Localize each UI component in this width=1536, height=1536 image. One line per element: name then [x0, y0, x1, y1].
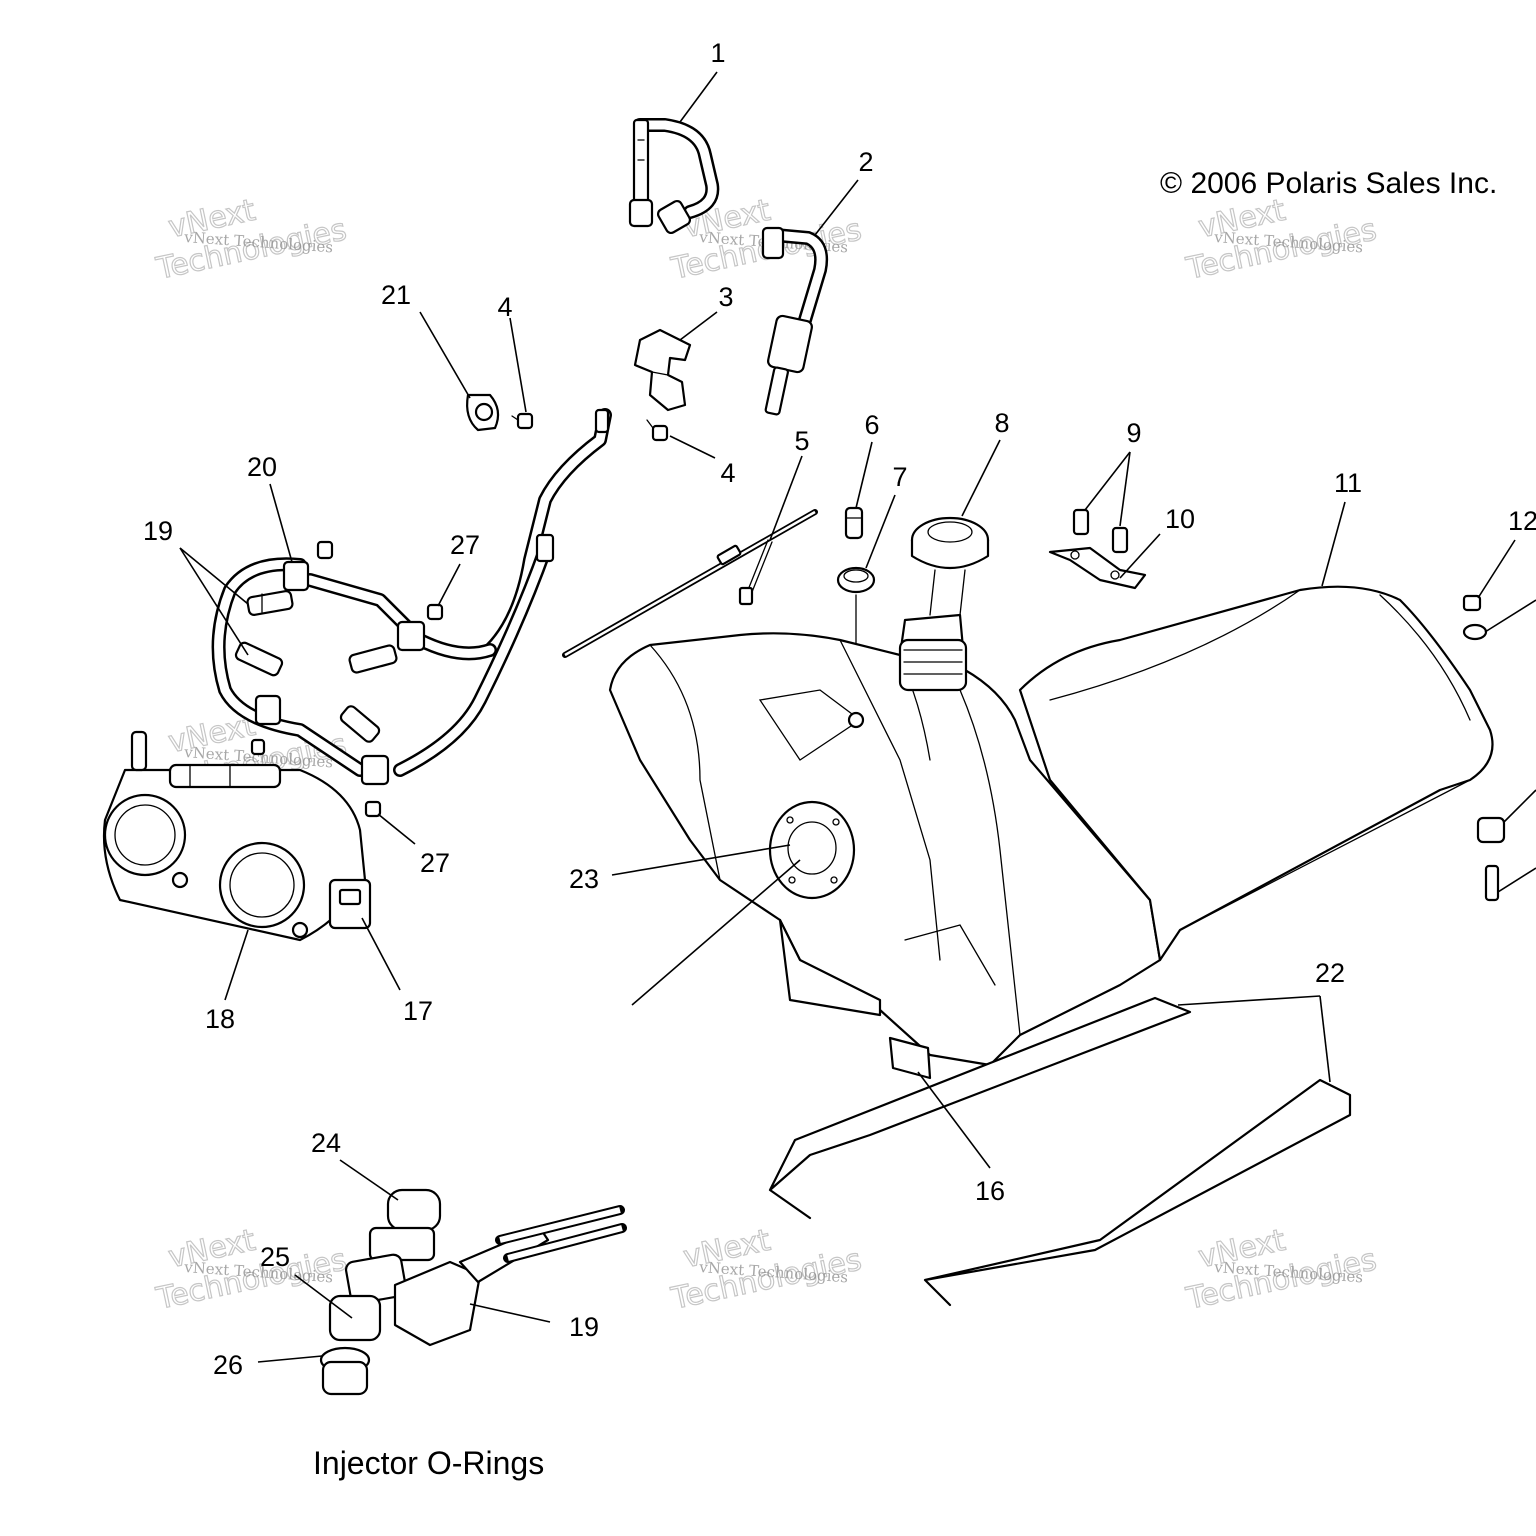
- part-8-fuel-cap: [910, 516, 990, 616]
- callout-6: 6: [864, 410, 879, 440]
- callout-7: 7: [892, 462, 907, 492]
- part-22-pad-a: [768, 996, 1192, 1220]
- part-19-injector-c: [348, 644, 398, 674]
- part-17-sensor: [328, 878, 372, 930]
- callout-8: 8: [994, 408, 1009, 438]
- callout-4: 4: [497, 292, 512, 322]
- part-2-filter-line: [761, 226, 829, 416]
- callout-17: 17: [403, 996, 433, 1026]
- part-27-fitting-a: [316, 540, 334, 560]
- callout-4: 4: [720, 458, 735, 488]
- leader-lines: [179, 71, 1536, 1363]
- part-3-bracket: [633, 328, 692, 412]
- callout-3: 3: [718, 282, 733, 312]
- part-1-fuel-line: [628, 118, 720, 235]
- part-9-bolt-b: [1111, 526, 1129, 554]
- callout-23: 23: [569, 864, 599, 894]
- main-fuel-hose: [393, 408, 612, 777]
- part-10-plate: [1048, 546, 1147, 590]
- part-22-pad-b: [923, 1078, 1352, 1307]
- callout-11: 11: [1334, 468, 1362, 498]
- callout-24: 24: [311, 1128, 341, 1158]
- injector-detail: [319, 1188, 627, 1396]
- part-21-clamp: [466, 393, 500, 432]
- part-11-seat: [1018, 585, 1494, 962]
- part-4-screw-b: [646, 419, 669, 442]
- callout-5: 5: [794, 426, 809, 456]
- callout-2: 2: [858, 147, 873, 177]
- part-19-injector-a: [246, 590, 294, 616]
- callout-9: 9: [1126, 418, 1141, 448]
- callout-21: 21: [381, 280, 411, 310]
- callout-1: 1: [710, 38, 725, 68]
- callout-20: 20: [247, 452, 277, 482]
- callout-27: 27: [450, 530, 480, 560]
- callout-19: 19: [143, 516, 173, 546]
- injector-o-rings-caption: Injector O-Rings: [313, 1445, 544, 1481]
- part-9-bolt-a: [1072, 508, 1090, 536]
- part-27-fitting-c: [364, 800, 382, 818]
- callout-27: 27: [420, 848, 450, 878]
- callout-10: 10: [1165, 504, 1195, 534]
- part-6-valve: [844, 506, 864, 540]
- part-20-rail-hose: [211, 557, 497, 786]
- callout-labels: 1 2 3 4 4 5 6 7 8 9 10 11 12 16 17 18 19…: [143, 38, 1536, 1380]
- part-5-vent-tube: [562, 509, 818, 658]
- part-19-injector-d: [339, 705, 381, 743]
- callout-19: 19: [569, 1312, 599, 1342]
- callout-26: 26: [213, 1350, 243, 1380]
- part-19-injector-b: [234, 641, 284, 677]
- part-27-fitting-d: [250, 738, 266, 756]
- callout-22: 22: [1315, 958, 1345, 988]
- part-12-hardware: [1462, 594, 1506, 902]
- callout-12: 12: [1508, 506, 1536, 536]
- part-18-throttle-body: [102, 730, 367, 942]
- part-16-pad: [888, 1036, 932, 1080]
- callout-18: 18: [205, 1004, 235, 1034]
- part-23-fuel-pump: [768, 800, 856, 900]
- callout-16: 16: [975, 1176, 1005, 1206]
- fuel-tank: [608, 613, 1162, 1067]
- part-7-grommet: [836, 566, 876, 594]
- copyright-notice: © 2006 Polaris Sales Inc.: [1160, 167, 1497, 200]
- callout-25: 25: [260, 1242, 290, 1272]
- part-4-screw-a: [511, 412, 534, 430]
- part-27-fitting-b: [426, 603, 444, 621]
